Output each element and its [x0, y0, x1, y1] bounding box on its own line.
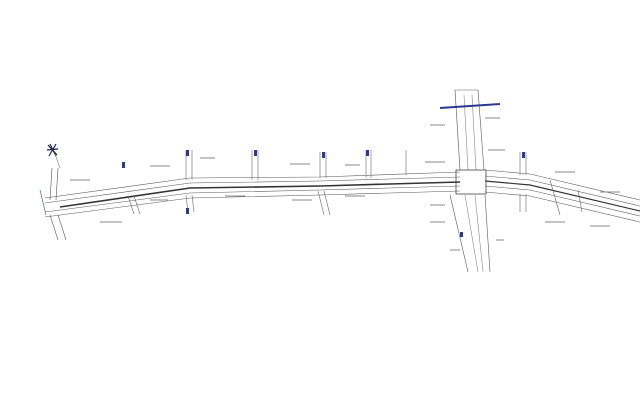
main-road-west [44, 171, 461, 218]
cross-road [439, 89, 501, 273]
west-side-road [39, 167, 67, 241]
main-road-east [484, 169, 640, 223]
north-arrow-icon [46, 143, 61, 169]
markers [122, 150, 525, 237]
side-streets [127, 150, 583, 216]
annotation-labels [70, 117, 620, 251]
